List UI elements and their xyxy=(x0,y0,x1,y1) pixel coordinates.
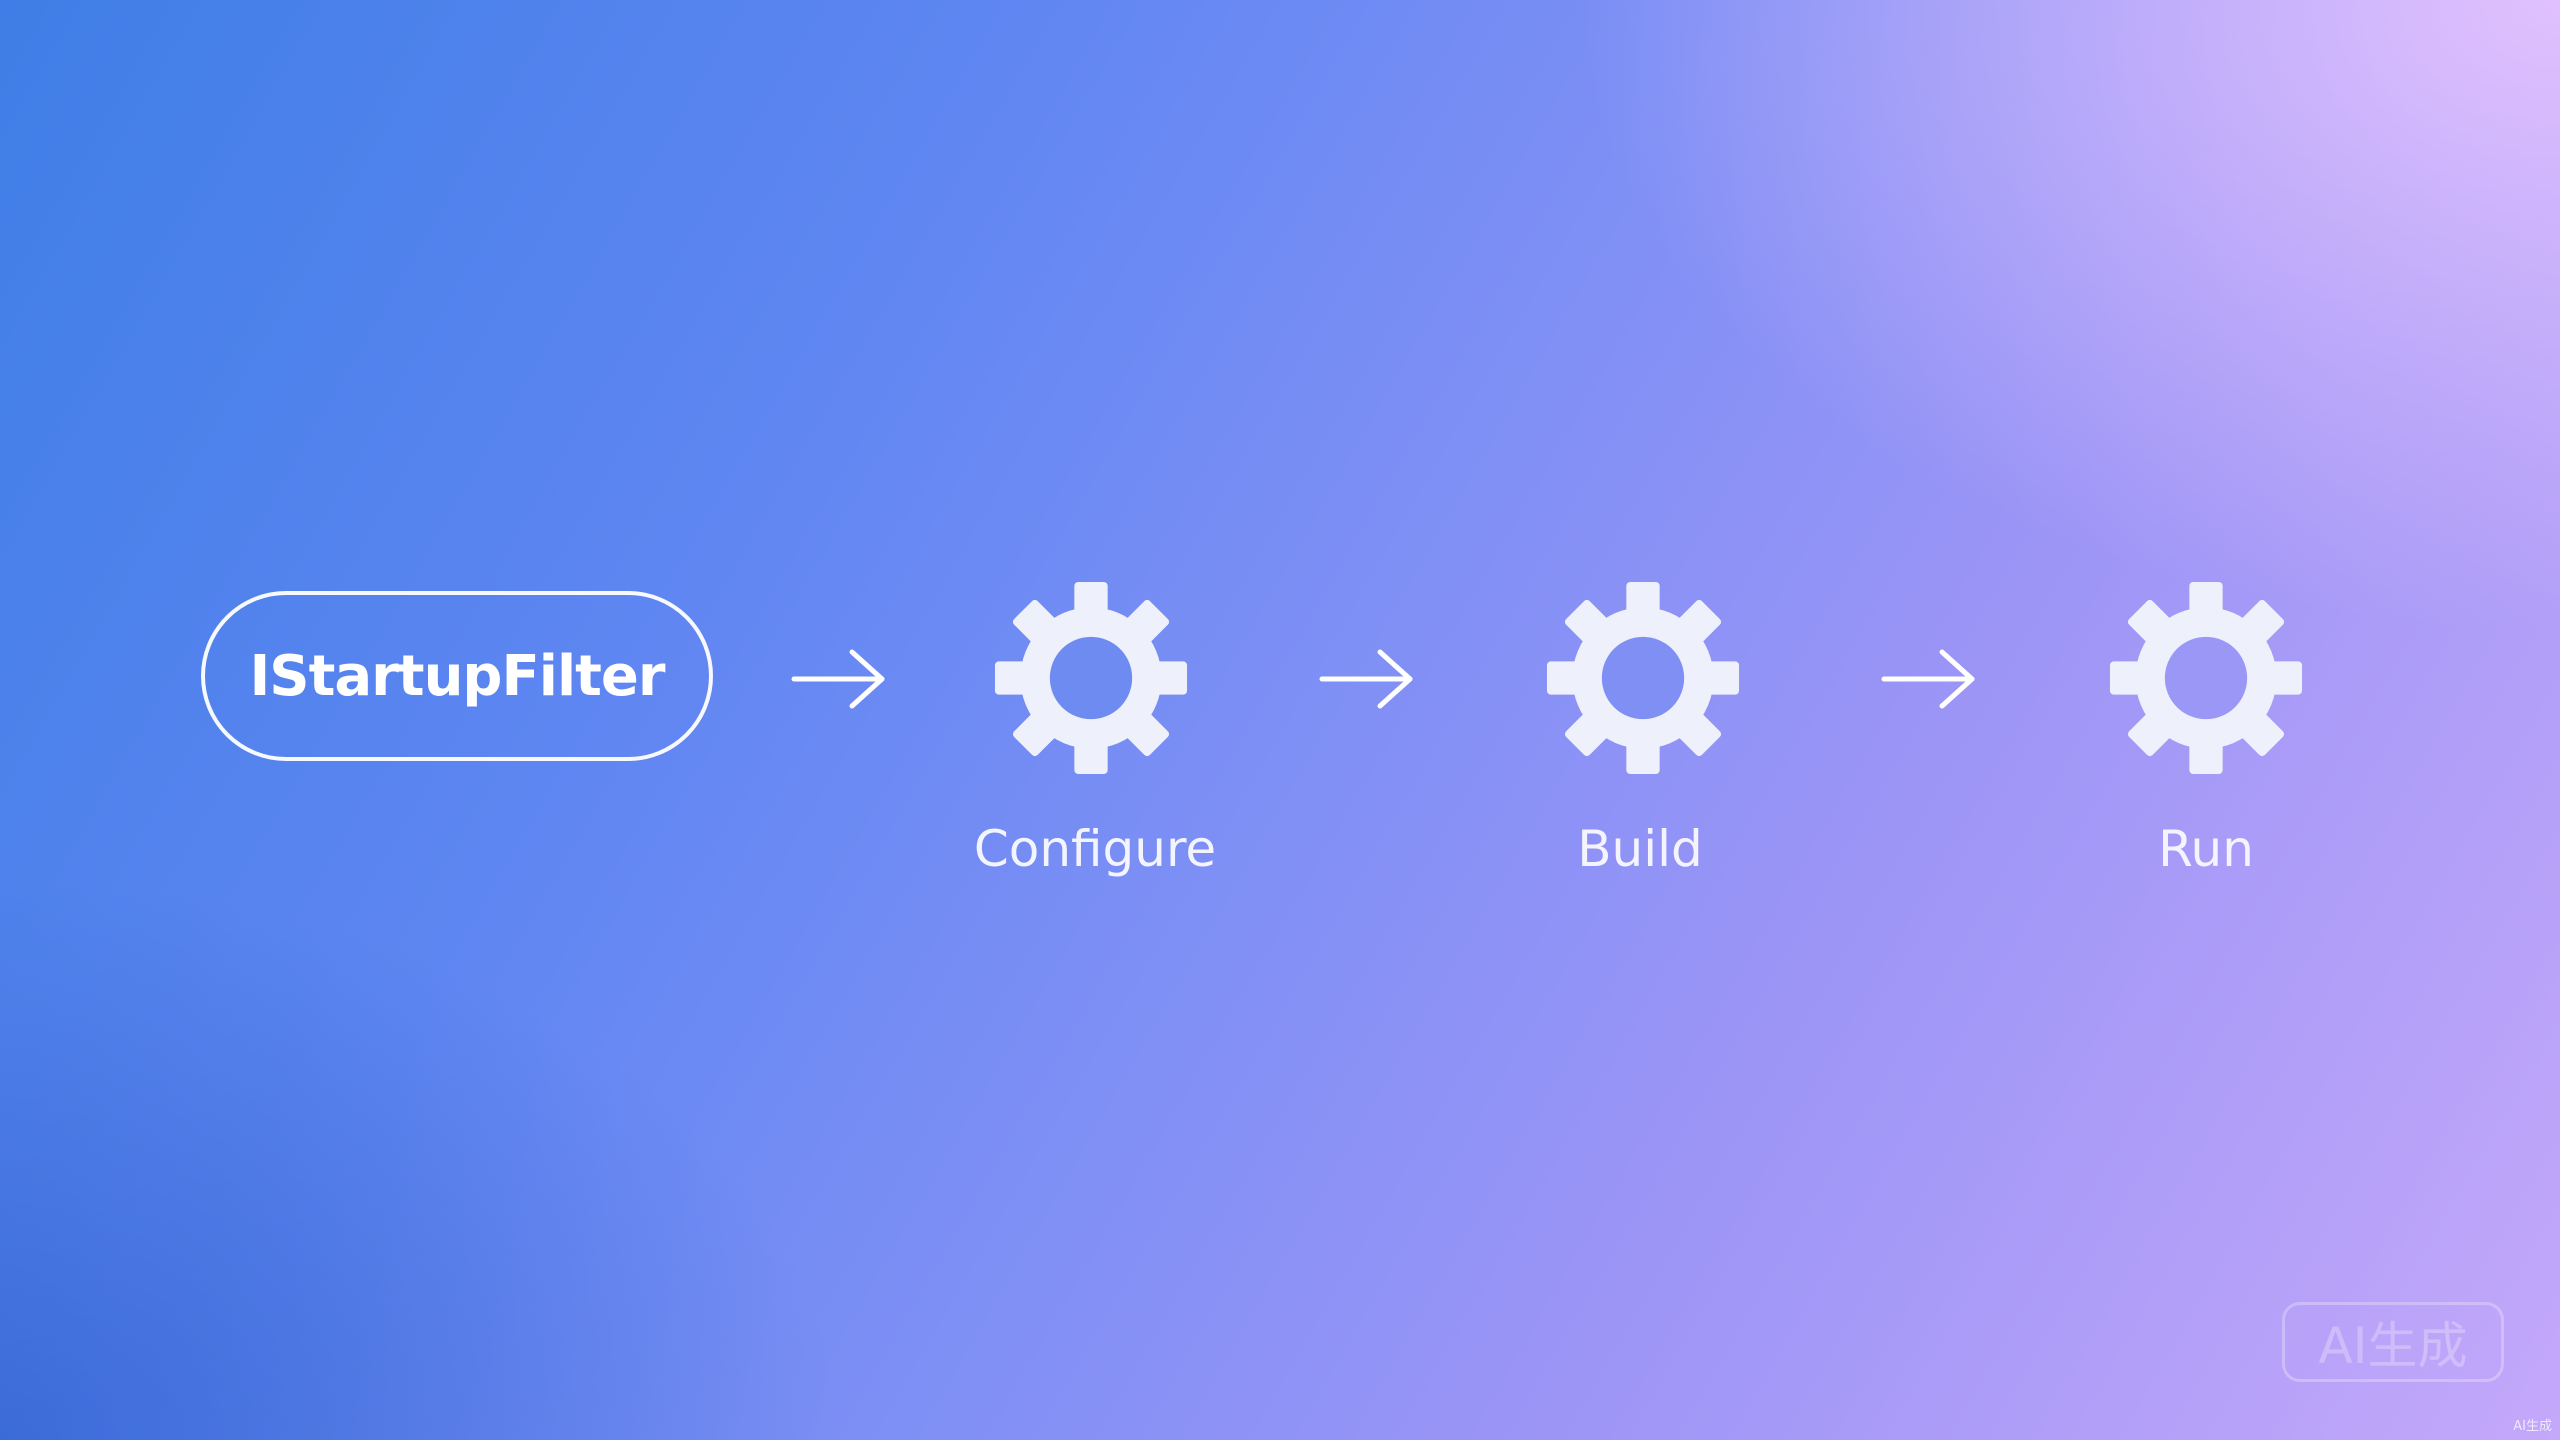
start-node-label: IStartupFilter xyxy=(249,643,665,709)
arrow-right-icon xyxy=(1319,649,1413,709)
gear-icon xyxy=(994,581,1188,775)
gear-icon xyxy=(1546,581,1740,775)
step-label-configure: Configure xyxy=(973,820,1217,878)
arrow-right-icon xyxy=(1881,649,1975,709)
step-label-build: Build xyxy=(1577,820,1703,878)
gear-icon xyxy=(2109,581,2303,775)
step-label-run: Run xyxy=(2158,820,2254,878)
ai-generated-watermark: AI生成 xyxy=(2282,1302,2504,1382)
arrow-right-icon xyxy=(791,649,885,709)
ai-generated-corner-tag: AI生成 xyxy=(2513,1419,2552,1434)
start-node-istartupfilter: IStartupFilter xyxy=(201,591,713,761)
